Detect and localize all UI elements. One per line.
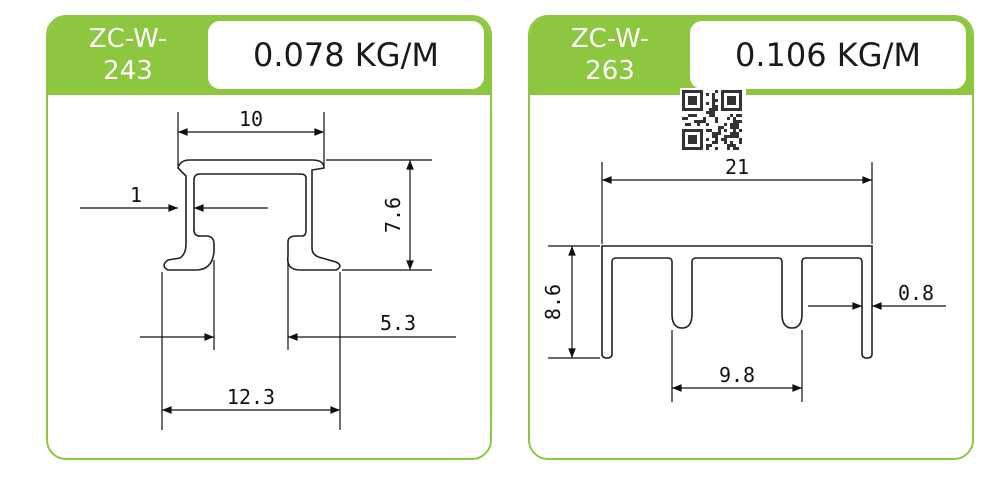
- product-code-line1: ZC-W-: [570, 24, 650, 54]
- dim-slot: 5.3: [380, 311, 416, 335]
- weight-label: 0.106 KG/M: [690, 21, 966, 89]
- product-code: ZC-W- 263: [530, 17, 690, 93]
- product-code: ZC-W- 243: [48, 17, 208, 93]
- product-code-line2: 263: [585, 56, 635, 86]
- profile-outline: [163, 159, 341, 271]
- dim-channel: 9.8: [719, 363, 755, 387]
- dim-height: 8.6: [541, 284, 565, 320]
- dim-wall: 0.8: [898, 281, 934, 305]
- dim-top-width: 21: [725, 155, 749, 179]
- product-code-line1: ZC-W-: [88, 24, 168, 54]
- weight-label: 0.078 KG/M: [208, 21, 484, 89]
- dim-wall: 1: [130, 183, 142, 207]
- dim-height: 7.6: [381, 197, 405, 233]
- qr-code-icon: [680, 88, 746, 152]
- card-header: ZC-W- 263 0.106 KG/M: [530, 17, 972, 95]
- card-header: ZC-W- 243 0.078 KG/M: [48, 17, 490, 95]
- dim-top-width: 10: [239, 107, 263, 131]
- product-card-zc-w-243: ZC-W- 243 0.078 KG/M: [46, 15, 492, 460]
- dim-overall: 12.3: [227, 385, 275, 409]
- product-code-line2: 243: [103, 56, 153, 86]
- profile-outline: [601, 245, 873, 359]
